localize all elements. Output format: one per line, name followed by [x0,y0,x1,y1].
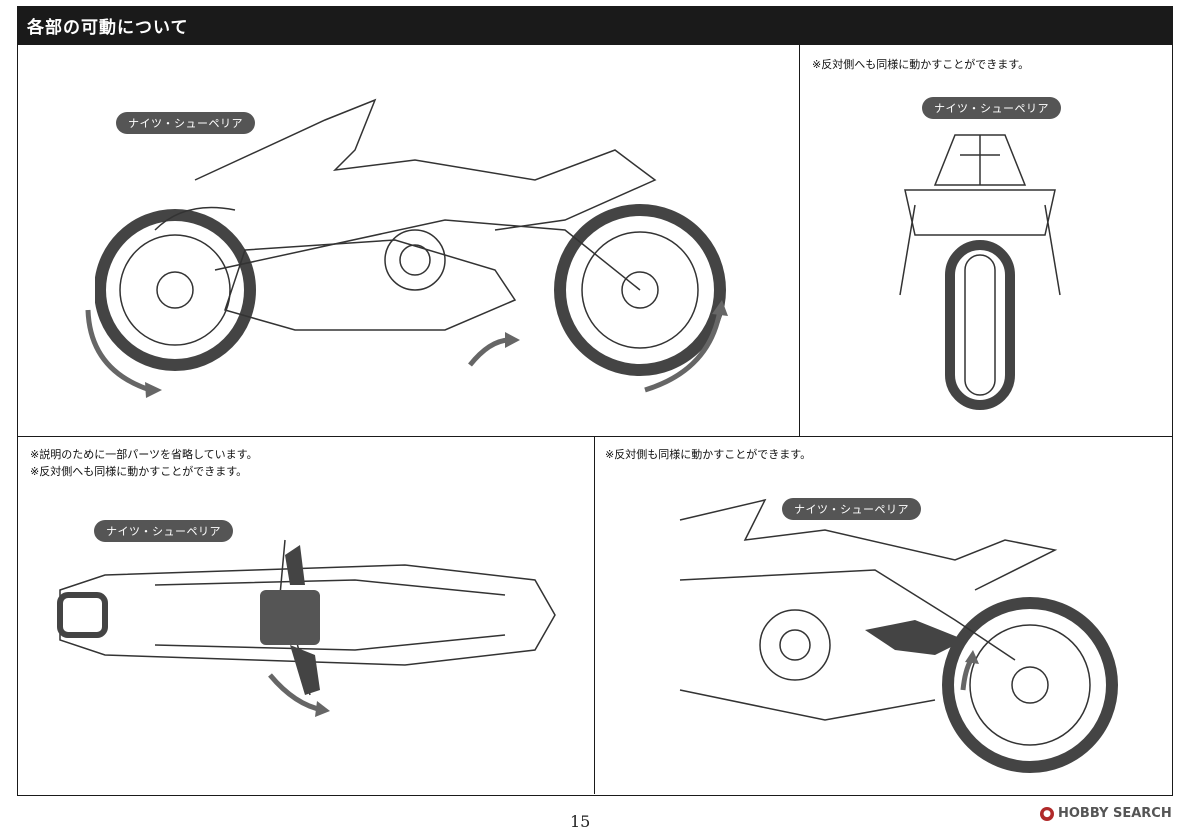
page-number: 15 [570,812,591,831]
section-title: 各部の可動について [27,18,189,38]
logo-icon: ● [1040,806,1054,821]
watermark-text: HOBBY SEARCH [1058,806,1172,821]
motorcycle-top-illustration [57,539,556,717]
divider [594,436,595,794]
watermark: ● HOBBY SEARCH [1040,806,1172,821]
note-text: ※反対側へも同様に動かすことができます。 [812,58,1030,71]
rotation-arrow-icon [85,300,728,398]
model-label: ナイツ・シューペリア [94,520,233,542]
section-header: 各部の可動について [17,6,1173,44]
panel-frame [17,44,1173,796]
note-text: ※説明のために一部パーツを省略しています。 [30,448,258,461]
divider [799,44,800,436]
divider [17,436,1173,437]
note-text: ※反対側も同様に動かすことができます。 [605,448,812,461]
motorcycle-detail-illustration [679,498,1118,773]
model-label: ナイツ・シューペリア [922,97,1061,119]
motorcycle-side-illustration [95,98,726,376]
model-label: ナイツ・シューペリア [782,498,921,520]
note-text: ※反対側へも同様に動かすことができます。 [30,465,248,478]
motorcycle-front-illustration [899,134,1061,410]
model-label: ナイツ・シューペリア [116,112,255,134]
